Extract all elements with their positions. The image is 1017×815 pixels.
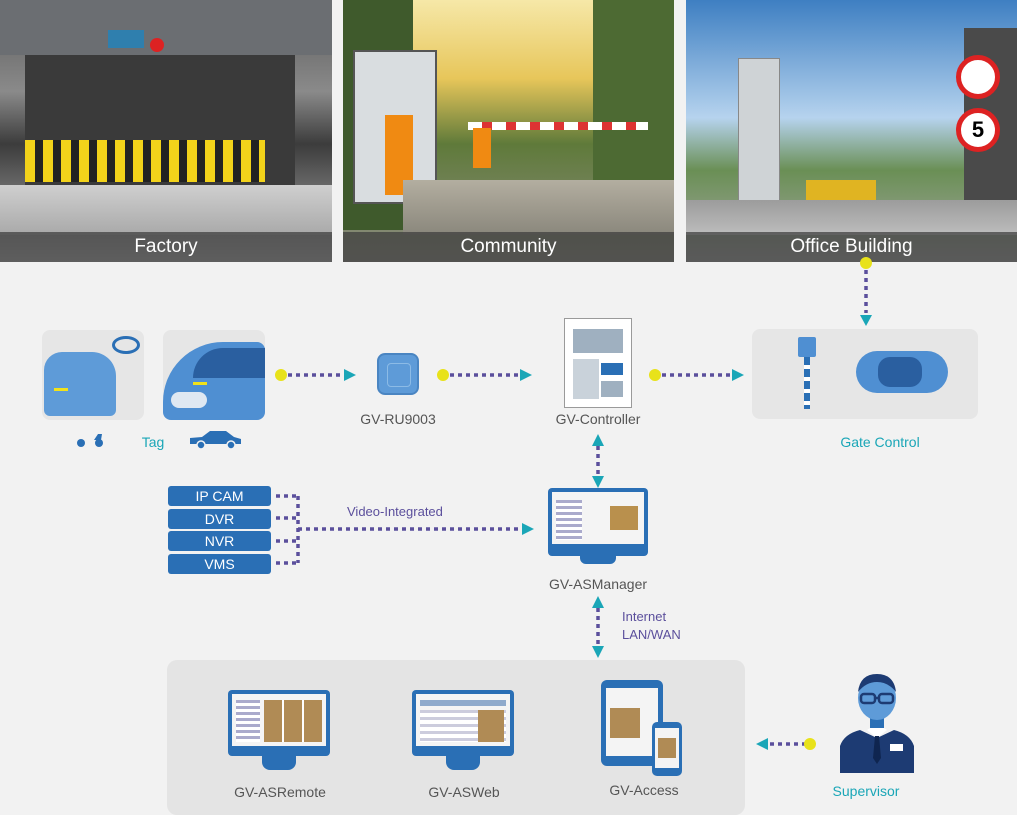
rfid-tag bbox=[193, 382, 207, 385]
phone-icon bbox=[652, 722, 682, 776]
gate-control-card bbox=[752, 329, 978, 419]
photo-caption: Office Building bbox=[686, 232, 1017, 262]
video-source-nvr: NVR bbox=[168, 531, 271, 551]
access-label: GV-Access bbox=[609, 782, 679, 798]
car-icon bbox=[186, 428, 244, 450]
video-source-dvr: DVR bbox=[168, 509, 271, 529]
scooter-icon bbox=[74, 430, 106, 448]
tag-card-scooter bbox=[42, 330, 144, 420]
remote-monitor bbox=[228, 690, 330, 756]
photo-factory: Factory bbox=[0, 0, 332, 262]
photo-caption: Factory bbox=[0, 232, 332, 262]
rfid-tag bbox=[54, 388, 68, 391]
tag-label: Tag bbox=[141, 434, 165, 450]
web-label: GV-ASWeb bbox=[428, 784, 500, 800]
barrier-gate-row bbox=[25, 140, 265, 182]
reader-label: GV-RU9003 bbox=[360, 411, 436, 427]
car-top-icon bbox=[856, 351, 948, 393]
web-monitor bbox=[412, 690, 514, 756]
manager-label: GV-ASManager bbox=[548, 576, 648, 592]
photo-office-building: 5 Office Building bbox=[686, 0, 1017, 262]
video-integrated-label: Video-Integrated bbox=[347, 504, 443, 519]
supervisor-icon bbox=[838, 668, 916, 773]
controller-device bbox=[564, 318, 632, 408]
video-source-vms: VMS bbox=[168, 554, 271, 574]
manager-stand bbox=[580, 556, 616, 564]
remote-label: GV-ASRemote bbox=[234, 784, 326, 800]
video-source-ip-cam: IP CAM bbox=[168, 486, 271, 506]
reader-device bbox=[377, 353, 419, 395]
manager-monitor bbox=[548, 488, 648, 556]
tag-card-car bbox=[163, 330, 265, 420]
internet-label: Internet bbox=[622, 609, 667, 624]
lanwan-label: LAN/WAN bbox=[622, 627, 681, 642]
barrier-post-icon bbox=[798, 337, 816, 357]
supervisor-label: Supervisor bbox=[832, 783, 900, 799]
gate-control-label: Gate Control bbox=[840, 434, 920, 450]
photo-community: Community bbox=[343, 0, 674, 262]
controller-label: GV-Controller bbox=[555, 411, 641, 427]
photo-caption: Community bbox=[343, 232, 674, 262]
web-stand bbox=[446, 756, 480, 770]
remote-stand bbox=[262, 756, 296, 770]
